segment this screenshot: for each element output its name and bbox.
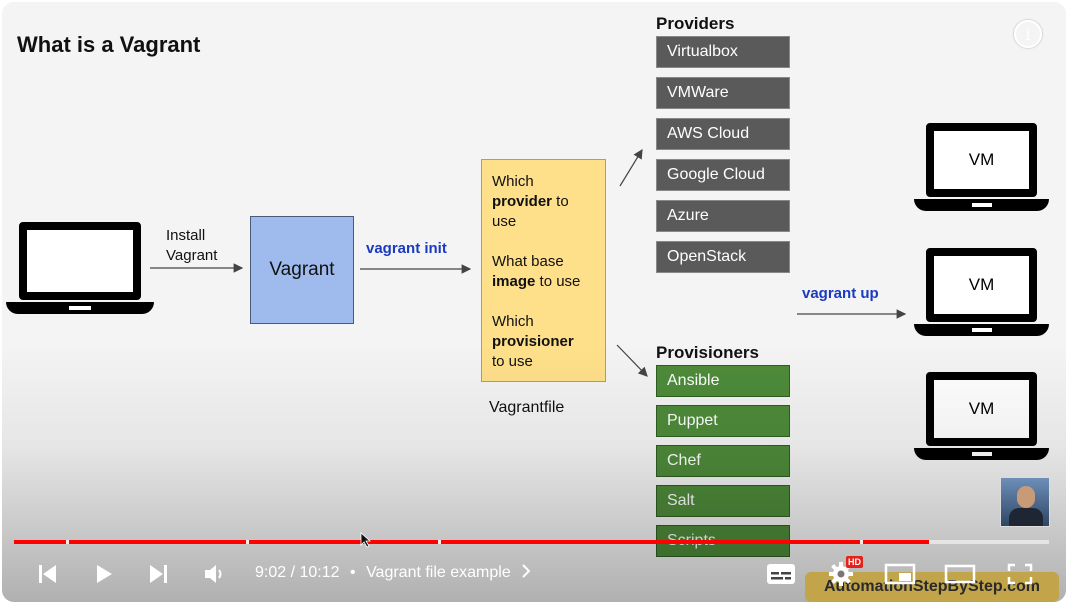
vm-laptop-3: VM <box>914 372 1049 464</box>
provisioner-item: Puppet <box>656 405 790 437</box>
provider-item: Virtualbox <box>656 36 790 68</box>
provider-item: Google Cloud <box>656 159 790 191</box>
provider-item: Azure <box>656 200 790 232</box>
mouse-cursor-icon <box>360 532 372 548</box>
fullscreen-icon[interactable] <box>1002 558 1038 590</box>
laptop-icon <box>6 222 154 318</box>
progress-fill <box>14 540 929 544</box>
slide-title: What is a Vagrant <box>17 32 201 57</box>
progress-bar[interactable] <box>14 540 1049 544</box>
current-time: 9:02 <box>255 564 287 581</box>
duration: 10:12 <box>299 564 340 581</box>
vagrant-up-label: vagrant up <box>802 285 879 302</box>
vm-laptop-2: VM <box>914 248 1049 340</box>
chapter-marker <box>438 540 441 544</box>
time-display: 9:02 / 10:12 • Vagrant file example <box>255 564 531 582</box>
vagrantfile-caption: Vagrantfile <box>489 399 565 416</box>
theater-mode-icon[interactable] <box>942 558 978 590</box>
install-label: Install Vagrant <box>166 227 218 264</box>
hd-badge: HD <box>846 556 863 568</box>
chapter-marker <box>66 540 69 544</box>
time-separator: / <box>290 564 296 581</box>
provisioner-item: Ansible <box>656 365 790 397</box>
captions-icon[interactable] <box>764 558 798 590</box>
provider-item: VMWare <box>656 77 790 109</box>
chapter-dot: • <box>350 564 356 581</box>
chevron-right-icon[interactable] <box>521 564 531 581</box>
provisioner-item: Chef <box>656 445 790 477</box>
miniplayer-icon[interactable] <box>882 558 918 590</box>
play-icon[interactable] <box>86 558 120 590</box>
skip-next-icon[interactable] <box>142 558 176 590</box>
arrow-provisioners <box>616 344 648 377</box>
volume-icon[interactable] <box>198 558 232 590</box>
presenter-thumbnail <box>1000 477 1050 527</box>
chapter-title[interactable]: Vagrant file example <box>366 564 511 581</box>
vagrant-box: Vagrant <box>250 216 354 324</box>
providers-heading: Providers <box>656 14 735 33</box>
vm-laptop-1: VM <box>914 123 1049 215</box>
chapter-marker <box>246 540 249 544</box>
info-icon[interactable]: i <box>1014 20 1042 48</box>
vagrant-init-label: vagrant init <box>366 240 447 257</box>
provider-item: OpenStack <box>656 241 790 273</box>
provisioners-heading: Provisioners <box>656 343 759 362</box>
skip-previous-icon[interactable] <box>30 558 64 590</box>
provisioner-item: Salt <box>656 485 790 517</box>
provider-item: AWS Cloud <box>656 118 790 150</box>
chapter-marker <box>860 540 863 544</box>
arrow-providers <box>619 148 643 187</box>
settings-gear-icon[interactable]: HD <box>824 556 863 590</box>
